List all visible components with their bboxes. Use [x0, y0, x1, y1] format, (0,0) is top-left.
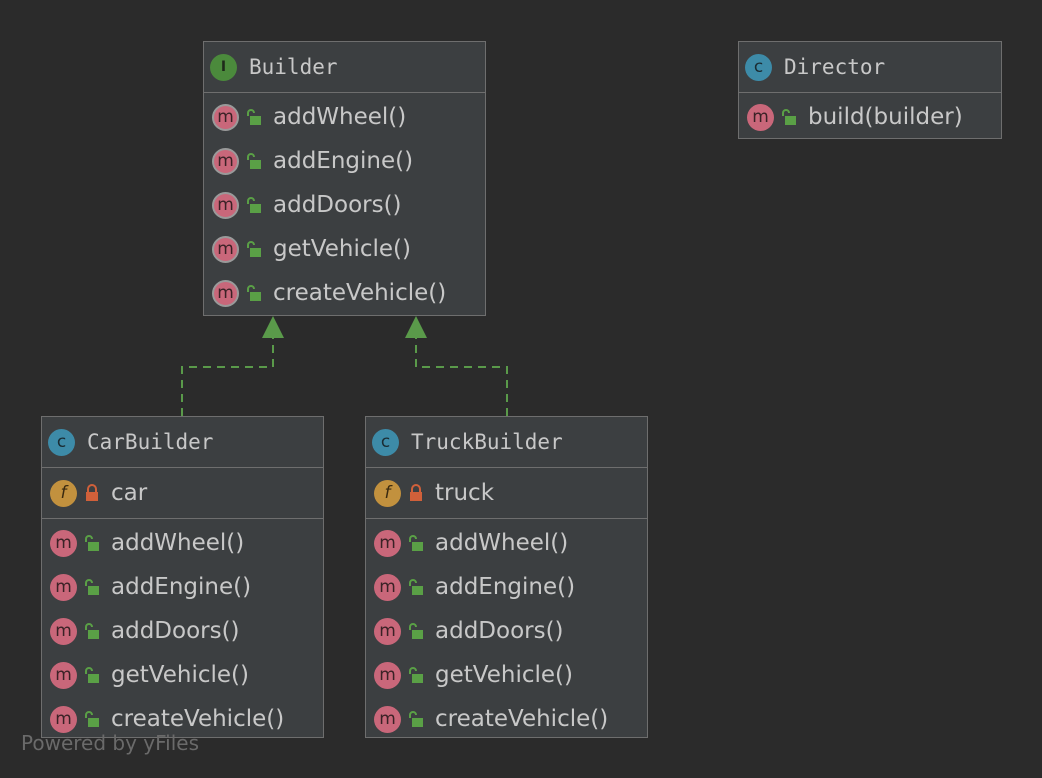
method-row[interactable]: m getVehicle() — [42, 653, 323, 697]
public-lock-icon — [247, 197, 261, 213]
field-icon: f — [50, 479, 77, 507]
method-icon: m — [374, 661, 401, 689]
abstract-method-icon: m — [212, 147, 239, 175]
node-title: TruckBuilder — [411, 430, 563, 454]
method-icon: m — [50, 573, 77, 601]
methods-section: m addWheel() m addEngine() m addDoors() … — [366, 519, 647, 743]
method-label: createVehicle() — [435, 706, 609, 732]
methods-section: m build(builder) — [739, 93, 1001, 141]
methods-section: m addWheel() m addEngine() m addDoors() … — [204, 93, 485, 317]
method-icon: m — [374, 617, 401, 645]
public-lock-icon — [409, 711, 423, 727]
method-label: addWheel() — [435, 530, 569, 556]
method-icon: m — [50, 529, 77, 557]
director-node[interactable]: c Director m build(builder) — [738, 41, 1002, 139]
method-row[interactable]: m createVehicle() — [42, 697, 323, 741]
class-icon: c — [745, 53, 772, 81]
abstract-method-icon: m — [212, 191, 239, 219]
method-icon: m — [747, 103, 774, 131]
method-label: addDoors() — [273, 192, 402, 218]
method-label: addDoors() — [111, 618, 240, 644]
field-label: truck — [435, 480, 495, 506]
field-icon: f — [374, 479, 401, 507]
method-label: getVehicle() — [111, 662, 249, 688]
class-icon: c — [48, 428, 75, 456]
method-row[interactable]: m addDoors() — [204, 183, 485, 227]
methods-section: m addWheel() m addEngine() m addDoors() … — [42, 519, 323, 743]
field-row[interactable]: f car — [42, 470, 323, 516]
method-label: createVehicle() — [273, 280, 447, 306]
private-lock-icon — [410, 484, 422, 501]
public-lock-icon — [409, 579, 423, 595]
public-lock-icon — [85, 711, 99, 727]
class-icon: c — [372, 428, 399, 456]
node-title: Builder — [249, 55, 338, 79]
abstract-method-icon: m — [212, 279, 239, 307]
powered-by-watermark: Powered by yFiles — [21, 731, 199, 755]
method-row[interactable]: m addWheel() — [42, 521, 323, 565]
method-row[interactable]: m addWheel() — [366, 521, 647, 565]
private-lock-icon — [86, 484, 98, 501]
method-row[interactable]: m addEngine() — [42, 565, 323, 609]
method-icon: m — [50, 617, 77, 645]
method-row[interactable]: m addEngine() — [204, 139, 485, 183]
method-row[interactable]: m addEngine() — [366, 565, 647, 609]
public-lock-icon — [247, 285, 261, 301]
node-header: c CarBuilder — [42, 417, 323, 468]
public-lock-icon — [85, 667, 99, 683]
node-title: CarBuilder — [87, 430, 214, 454]
method-label: addEngine() — [273, 148, 414, 174]
node-title: Director — [784, 55, 886, 79]
fields-section: f truck — [366, 468, 647, 519]
node-header: I Builder — [204, 42, 485, 93]
public-lock-icon — [409, 667, 423, 683]
method-row[interactable]: m addWheel() — [204, 95, 485, 139]
public-lock-icon — [247, 241, 261, 257]
public-lock-icon — [247, 153, 261, 169]
node-header: c Director — [739, 42, 1001, 93]
method-row[interactable]: m getVehicle() — [366, 653, 647, 697]
method-row[interactable]: m createVehicle() — [366, 697, 647, 741]
method-label: build(builder) — [808, 104, 963, 130]
method-icon: m — [374, 573, 401, 601]
method-label: getVehicle() — [273, 236, 411, 262]
method-icon: m — [50, 661, 77, 689]
node-header: c TruckBuilder — [366, 417, 647, 468]
method-row[interactable]: m build(builder) — [739, 95, 1001, 139]
method-label: createVehicle() — [111, 706, 285, 732]
public-lock-icon — [782, 109, 796, 125]
edge-truckbuilder-to-builder — [405, 316, 508, 416]
public-lock-icon — [85, 623, 99, 639]
interface-icon: I — [210, 53, 237, 81]
method-label: getVehicle() — [435, 662, 573, 688]
method-row[interactable]: m getVehicle() — [204, 227, 485, 271]
method-icon: m — [50, 705, 77, 733]
fields-section: f car — [42, 468, 323, 519]
realization-arrowhead — [405, 316, 427, 338]
method-label: addWheel() — [111, 530, 245, 556]
public-lock-icon — [247, 109, 261, 125]
method-label: addEngine() — [435, 574, 576, 600]
method-row[interactable]: m addDoors() — [42, 609, 323, 653]
public-lock-icon — [409, 535, 423, 551]
abstract-method-icon: m — [212, 235, 239, 263]
public-lock-icon — [409, 623, 423, 639]
truckbuilder-node[interactable]: c TruckBuilder f truck m addWheel() m ad… — [365, 416, 648, 738]
abstract-method-icon: m — [212, 103, 239, 131]
builder-node[interactable]: I Builder m addWheel() m addEngine() m a… — [203, 41, 486, 316]
field-label: car — [111, 480, 148, 506]
carbuilder-node[interactable]: c CarBuilder f car m addWheel() m addEng… — [41, 416, 324, 738]
method-row[interactable]: m createVehicle() — [204, 271, 485, 315]
edge-carbuilder-to-builder — [181, 316, 284, 416]
method-row[interactable]: m addDoors() — [366, 609, 647, 653]
public-lock-icon — [85, 579, 99, 595]
realization-arrowhead — [262, 316, 284, 338]
method-icon: m — [374, 705, 401, 733]
public-lock-icon — [85, 535, 99, 551]
method-icon: m — [374, 529, 401, 557]
field-row[interactable]: f truck — [366, 470, 647, 516]
method-label: addDoors() — [435, 618, 564, 644]
method-label: addWheel() — [273, 104, 407, 130]
method-label: addEngine() — [111, 574, 252, 600]
